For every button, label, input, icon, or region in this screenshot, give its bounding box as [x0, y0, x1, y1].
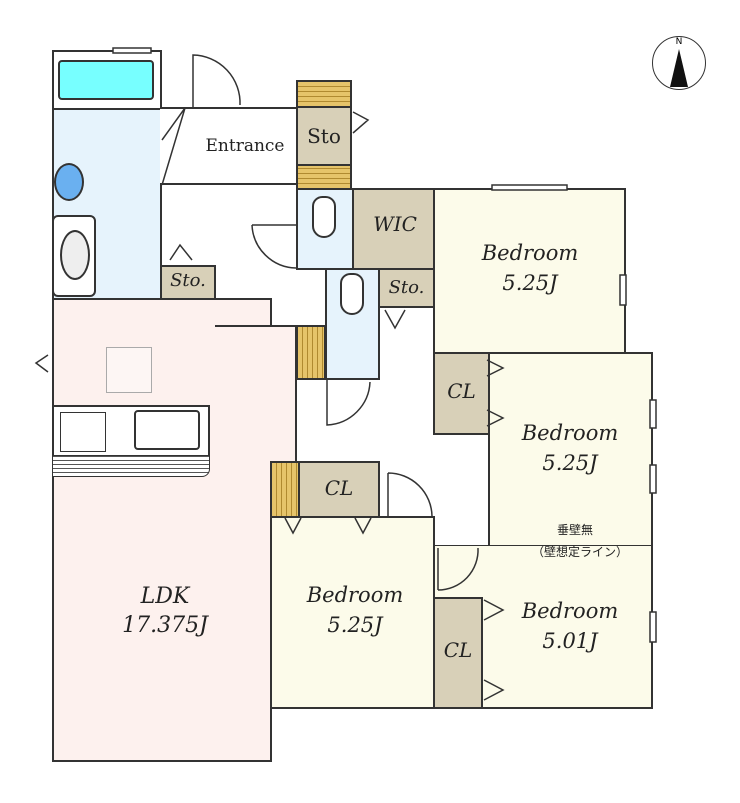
- bedroom-s-name: Bedroom: [306, 583, 404, 607]
- closet-se-label: CL: [443, 638, 473, 662]
- closet-s-label: CL: [324, 476, 354, 500]
- shoe-cabinet: [161, 107, 186, 186]
- bedroom-e: [488, 352, 653, 547]
- compass-needle: [670, 49, 688, 87]
- sto-top-shelf: [296, 80, 352, 108]
- bedroom-e-name: Bedroom: [521, 421, 619, 445]
- closet-se: [433, 597, 483, 709]
- sto-left: [160, 265, 216, 300]
- sto-top: [296, 106, 352, 166]
- windows: [112, 47, 657, 643]
- toilet2-door: [326, 380, 371, 426]
- washer-drum: [60, 230, 90, 280]
- dining-table: [106, 347, 152, 393]
- bathtub: [58, 60, 154, 100]
- compass-north-label: N: [675, 37, 683, 47]
- sto-center: [378, 268, 435, 308]
- note-assumed-wall-line: （壁想定ライン）: [531, 545, 628, 559]
- bedroom-se-name: Bedroom: [521, 599, 619, 623]
- bedroom-s-size: 5.25J: [327, 613, 383, 637]
- sto-left-label: Sto.: [170, 270, 206, 291]
- bedroom-ne: [433, 188, 626, 354]
- stove-icon: [60, 412, 106, 452]
- toilet-icon: [312, 196, 336, 238]
- bedroom-se-size: 5.01J: [542, 629, 598, 653]
- ldk-name: LDK: [140, 584, 190, 609]
- compass-icon: N: [652, 36, 706, 90]
- entrance: [160, 107, 300, 185]
- sto-center-label: Sto.: [388, 277, 425, 298]
- bedroom-ne-name: Bedroom: [481, 241, 579, 265]
- closet-e-label: CL: [447, 379, 476, 403]
- closet-e: [433, 352, 490, 435]
- bedroom-e-size: 5.25J: [542, 451, 598, 475]
- note-no-hanging-wall: 垂壁無: [556, 523, 593, 537]
- entrance-door: [192, 54, 241, 107]
- closet-s: [298, 461, 380, 518]
- toilet-icon: [340, 273, 364, 315]
- sto-top-label: Sto: [307, 124, 341, 148]
- wic-label: WIC: [373, 212, 417, 236]
- ldk-size: 17.375J: [122, 613, 208, 638]
- bedroom-s-door: [387, 472, 433, 517]
- shelf: [296, 325, 326, 380]
- counter-front: [52, 455, 210, 477]
- bedroom-ne-size: 5.25J: [502, 271, 558, 295]
- bedroom-se-door: [437, 547, 479, 591]
- washbasin-icon: [54, 163, 84, 201]
- toilet-door: [251, 224, 297, 269]
- entrance-label: Entrance: [205, 136, 285, 156]
- sink-icon: [134, 410, 200, 450]
